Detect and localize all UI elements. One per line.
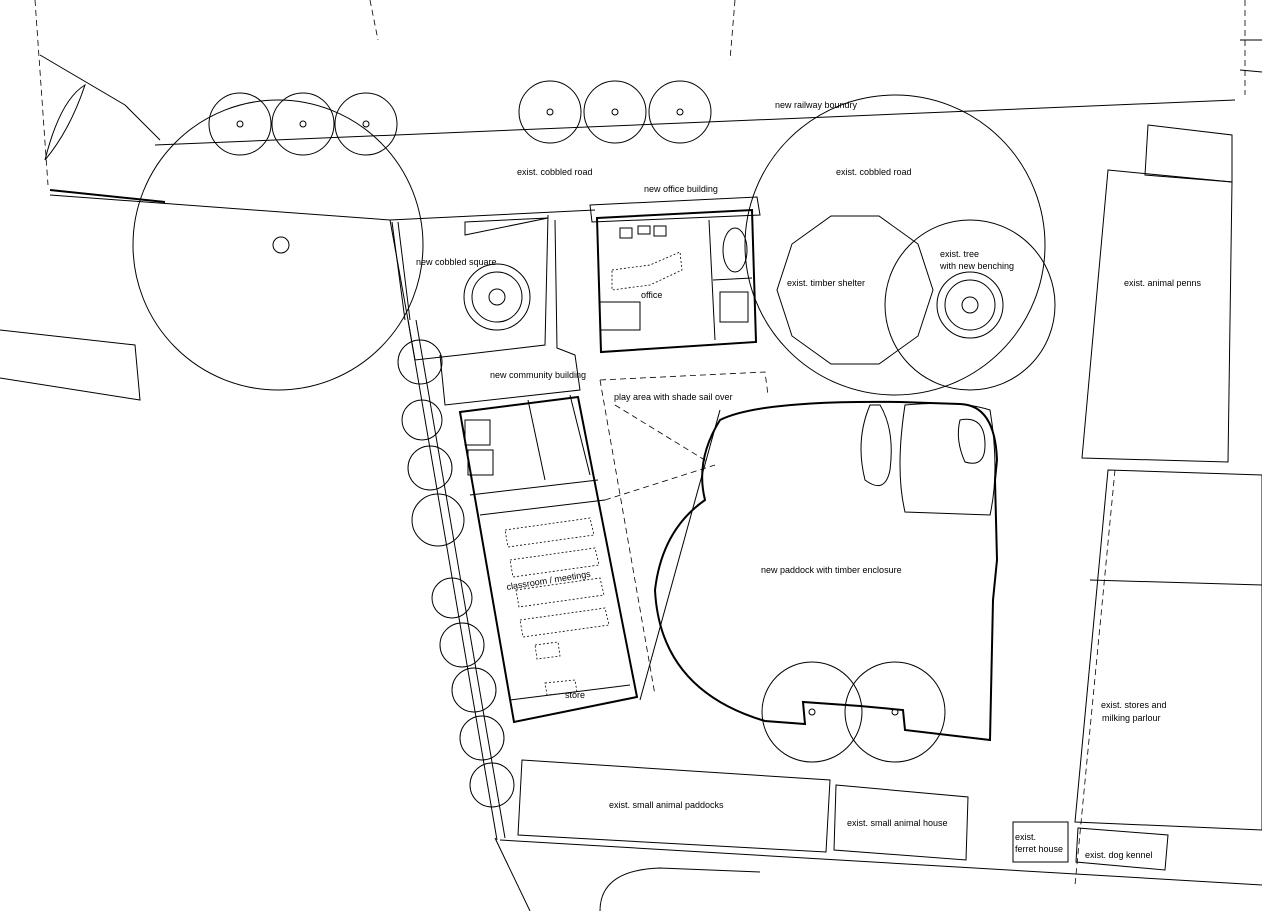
existing-buildings <box>517 124 1262 871</box>
label-store: store <box>565 690 585 700</box>
label-classroom: classroom / meetings <box>506 569 592 592</box>
office-building <box>589 196 761 354</box>
label-cobbled-road-left: exist. cobbled road <box>517 167 593 177</box>
label-stores-parlour-1: exist. stores and <box>1101 700 1167 710</box>
label-small-paddocks: exist. small animal paddocks <box>609 800 724 810</box>
cobbled-square <box>389 214 581 406</box>
label-cobbled-square: new cobbled square <box>416 257 497 267</box>
label-cobbled-road-right: exist. cobbled road <box>836 167 912 177</box>
label-tree-benching-1: exist. tree <box>940 249 979 259</box>
paddock-enclosure <box>653 400 999 763</box>
label-railway-boundary: new railway boundry <box>775 100 858 110</box>
label-tree-benching-2: with new benching <box>939 261 1014 271</box>
label-timber-shelter: exist. timber shelter <box>787 278 865 288</box>
tree-with-benching <box>884 219 1056 391</box>
community-building <box>458 394 639 724</box>
large-tree-left <box>132 99 424 391</box>
label-office-building: new office building <box>644 184 718 194</box>
trees-top-row <box>44 80 712 161</box>
play-area <box>599 371 769 701</box>
label-office: office <box>641 290 662 300</box>
label-animal-penns: exist. animal penns <box>1124 278 1202 288</box>
label-ferret-2: ferret house <box>1015 844 1063 854</box>
tree-row-left <box>397 319 515 841</box>
labels: new railway boundry exist. cobbled road … <box>416 100 1202 860</box>
label-play-area: play area with shade sail over <box>614 392 733 402</box>
timber-shelter <box>776 215 934 365</box>
label-ferret-1: exist. <box>1015 832 1036 842</box>
label-stores-parlour-2: milking parlour <box>1102 713 1161 723</box>
label-paddock: new paddock with timber enclosure <box>761 565 902 575</box>
label-community-building: new community building <box>490 370 586 380</box>
label-dog-kennel: exist. dog kennel <box>1085 850 1153 860</box>
large-tree-right <box>744 94 1046 396</box>
label-small-house: exist. small animal house <box>847 818 948 828</box>
